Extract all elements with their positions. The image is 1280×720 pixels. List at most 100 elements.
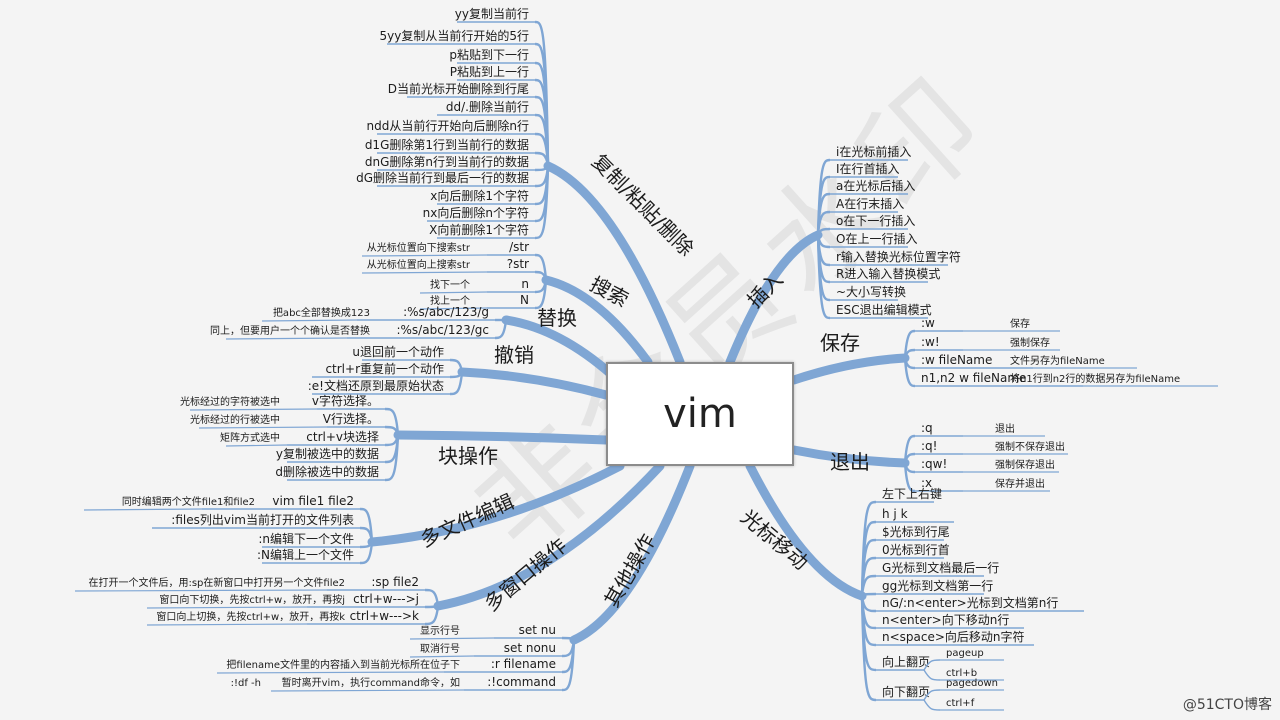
- leaf-label: V行选择。: [323, 412, 379, 426]
- leaf-label: :n编辑下一个文件: [258, 531, 354, 546]
- leaf-label: A在行末插入: [836, 197, 904, 211]
- note-underline: [198, 426, 328, 429]
- note-label: 强制不保存退出: [995, 440, 1065, 453]
- leaf-label: G光标到文档最后一行: [882, 560, 999, 575]
- branch-replace: :%s/abc/123/g把abc全部替换成123:%s/abc/123/gc同…: [210, 305, 617, 380]
- leaf-label: :q!: [921, 439, 937, 453]
- branch-block-trunk: [393, 430, 611, 445]
- leaf-label: :N编辑上一个文件: [257, 547, 354, 562]
- branch-undo-link: [449, 358, 464, 373]
- branch-quit-link: [903, 452, 916, 464]
- note-label: 将n1行到n2行的数据另存为fileName: [1010, 372, 1180, 385]
- branch-insert: i在光标前插入I在行首插入a在光标后插入A在行末插入o在下一行插入O在上一行插入…: [725, 144, 961, 367]
- branch-quit-link: [903, 434, 916, 464]
- leaf-label: ESC退出编辑模式: [836, 302, 932, 317]
- note-underline: [261, 319, 358, 322]
- note-label: 暂时离开vim，执行command命令，如: [282, 676, 460, 689]
- note-label: 保存: [1010, 317, 1030, 330]
- leaf-label: ctrl+w--->k: [350, 609, 419, 623]
- leaf-label: o在下一行插入: [836, 214, 915, 228]
- branch-title-replace: 替换: [537, 306, 577, 330]
- branch-multiwin-link: [424, 605, 440, 626]
- branch-title-multiwin: 多窗口操作: [479, 533, 571, 616]
- leaf-label: set nonu: [504, 641, 556, 655]
- note-label: 光标经过的行被选中: [190, 413, 280, 426]
- branch-title-other: 其他操作: [600, 530, 661, 611]
- leaf-label: vim file1 file2: [272, 494, 354, 508]
- branch-multiwin-trunk: [433, 461, 665, 611]
- branch-block: v字符选择。光标经过的字符被选中V行选择。光标经过的行被选中ctrl+v块选择矩…: [180, 393, 611, 482]
- leaf-label: /str: [509, 240, 529, 254]
- leaf-label: :q: [921, 421, 933, 435]
- leaf-label: h j k: [882, 507, 908, 521]
- branch-move-trunk: [745, 461, 867, 601]
- note-underline: [83, 508, 203, 511]
- leaf-label: d1G删除第1行到当前行的数据: [365, 137, 529, 152]
- sub-link: [923, 699, 941, 711]
- note-label: 文件另存为fileName: [1010, 354, 1105, 367]
- leaf-label: I在行首插入: [836, 162, 900, 176]
- leaf-label: :sp file2: [371, 575, 419, 589]
- leaf-label: :x: [921, 476, 932, 490]
- sub-link: [923, 669, 941, 681]
- branch-copy-link: [534, 165, 550, 240]
- note-label: 取消行号: [420, 642, 460, 655]
- leaf-label: gg光标到文档第一行: [882, 578, 993, 593]
- branch-save-link: [903, 357, 916, 388]
- note-label: 强制保存退出: [995, 458, 1055, 471]
- leaf-label: 向上翻页: [882, 654, 930, 669]
- branch-insert-trunk: [725, 230, 823, 367]
- note-label: 同上，但要用户一个个确认是否替换: [210, 324, 370, 337]
- branch-quit-link: [903, 462, 916, 493]
- note-label: 在打开一个文件后，用:sp在新窗口中打开另一个文件file2: [88, 576, 345, 589]
- leaf-label: r输入替换光标位置字符: [836, 249, 961, 264]
- branch-save-link: [903, 348, 916, 359]
- leaf-label: ?str: [507, 257, 529, 271]
- note-label: 把abc全部替换成123: [273, 306, 370, 319]
- center-node: vim: [606, 362, 794, 466]
- leaf-label: n: [521, 277, 529, 291]
- leaf-label: i在光标前插入: [836, 144, 911, 159]
- note-label: 强制保存: [1010, 336, 1050, 349]
- sub-link: [923, 659, 941, 671]
- center-node-label: vim: [663, 391, 737, 437]
- note-underline: [74, 589, 328, 592]
- branch-other-trunk: [569, 461, 695, 645]
- sub-label: pageup: [946, 648, 984, 659]
- note-label: 把filename文件里的内容插入到当前光标所在位子下: [226, 658, 460, 671]
- branch-save-link: [903, 329, 916, 359]
- branch-move-link: [861, 592, 877, 597]
- note-underline: [409, 637, 495, 640]
- leaf-label: 5yy复制从当前行开始的5行: [380, 28, 529, 43]
- leaf-label: nx向后删除n个字符: [423, 205, 529, 220]
- leaf-label: x向后删除1个字符: [430, 188, 529, 203]
- branch-title-save: 保存: [820, 331, 860, 355]
- leaf-label: :!command: [487, 675, 556, 689]
- leaf-label: ctrl+w--->j: [353, 592, 419, 606]
- branch-block-link: [384, 434, 400, 482]
- branch-search: /str从光标位置向下搜索str?str从光标位置向上搜索strn找下一个N找上…: [361, 240, 653, 367]
- branch-search-trunk: [541, 275, 653, 367]
- branch-multiwin-link: [424, 588, 440, 607]
- leaf-label: :qw!: [921, 457, 947, 471]
- leaf-label: yy复制当前行: [455, 6, 529, 21]
- branch-other-link: [561, 636, 575, 641]
- leaf-label: O在上一行插入: [836, 232, 917, 246]
- leaf-label: ndd从当前行开始向后删除n行: [367, 118, 529, 133]
- branch-move-link: [860, 595, 877, 702]
- leaf-label: X向前删除1个字符: [429, 222, 529, 237]
- branch-title-copy: 复制/粘贴/删除: [587, 149, 698, 260]
- note-label: 窗口向上切换，先按ctrl+w，放开，再按k: [156, 610, 345, 623]
- note-label: 矩阵方式选中: [220, 431, 280, 444]
- branch-insert-link: [816, 234, 831, 320]
- note-underline: [409, 655, 475, 658]
- branch-multifile-trunk: [367, 461, 625, 547]
- branch-multiwin-link: [424, 604, 439, 609]
- branch-undo-link: [449, 371, 464, 396]
- branch-multifile-link: [359, 541, 374, 565]
- note-label: 窗口向下切换，先按ctrl+w，放开，再按j: [159, 593, 345, 606]
- leaf-label: ctrl+r重复前一个动作: [325, 361, 444, 376]
- leaf-label: 0光标到行首: [882, 543, 950, 557]
